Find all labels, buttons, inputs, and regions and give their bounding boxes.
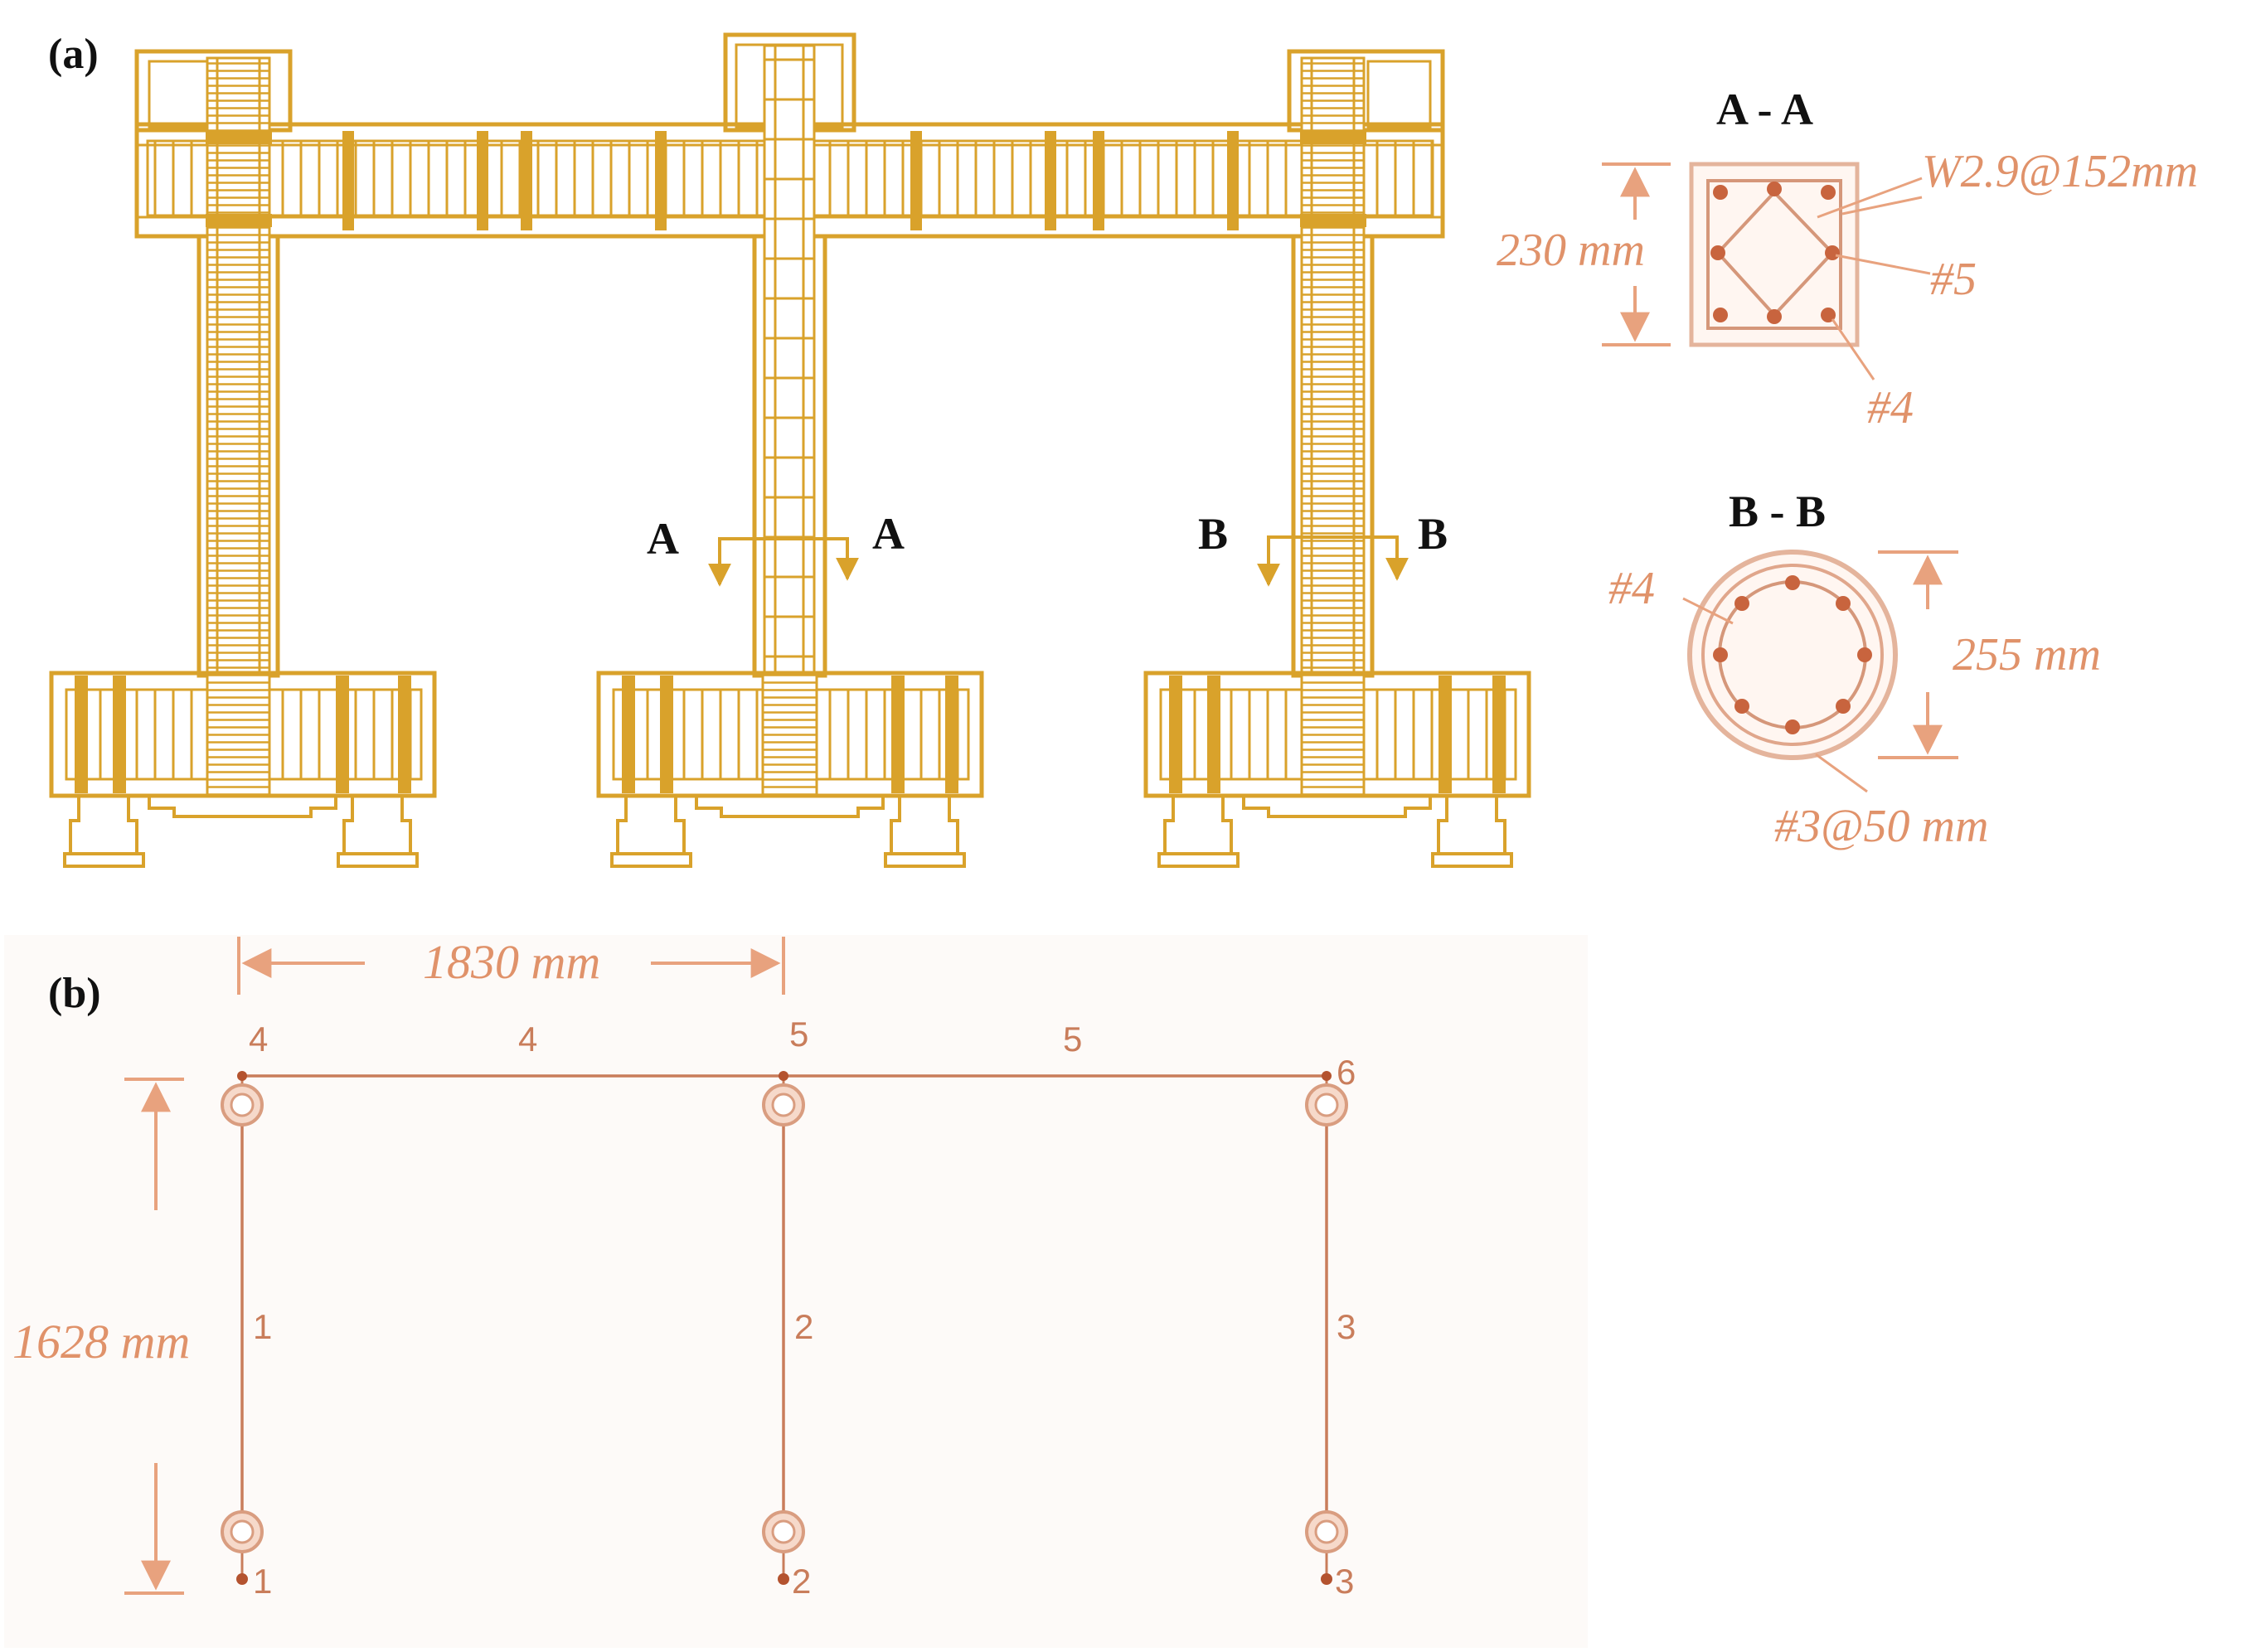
left-circular-column [196,56,280,793]
span-dimension-label: 1830 mm [423,935,600,989]
node-dot-5 [779,1071,788,1081]
element-label-4: 4 [518,1020,537,1059]
section-aa-title: A - A [1716,85,1813,134]
node-dot-1 [236,1573,248,1585]
footing-middle [596,671,984,868]
hinge-top-2 [762,1083,805,1126]
height-dimension-label: 1628 mm [12,1315,190,1369]
section-aa-dimension: 230 mm [1497,225,1645,276]
element-label-2: 2 [794,1307,813,1346]
height-dimension: 1628 mm [12,1078,190,1595]
beam-stirrup-groups [342,131,1239,230]
right-circular-column [1291,56,1375,793]
hinge-bottom-1 [221,1510,264,1553]
node-label-2: 2 [792,1562,811,1601]
section-aa-tie-label: W2.9@152mm [1922,146,2198,197]
section-bb-spiral-label: #3@50 mm [1774,801,1988,852]
section-cut-a: A A [647,509,905,587]
hinge-top-1 [221,1083,264,1126]
panel-a: (a) [48,31,2198,868]
section-bb: B - B 255 mm #4 #3@50 mm [1608,487,2101,852]
section-bb-bar-label: #4 [1608,563,1655,614]
cut-a-right-label: A [872,509,905,559]
node-label-3: 3 [1335,1562,1354,1601]
panel-a-label: (a) [48,31,99,78]
frame-model [240,1074,1328,1579]
node-dot-4 [237,1071,247,1081]
hinge-symbols [221,1083,1348,1553]
section-bb-bars [1713,575,1872,734]
hinge-bottom-3 [1305,1510,1348,1553]
section-cut-b: B B [1198,509,1448,587]
node-labels: 1 2 3 4 5 6 [249,1015,1356,1601]
panel-b-label: (b) [48,970,101,1017]
node-label-5: 5 [789,1015,808,1054]
section-bb-dimension: 255 mm [1953,629,2101,681]
cut-b-left-label: B [1198,509,1228,559]
node-dot-2 [778,1573,789,1585]
node-label-4: 4 [249,1020,268,1059]
cut-a-left-label: A [647,514,679,564]
section-aa-bar-label-side: #5 [1930,254,1977,305]
span-dimension: 1830 mm [237,935,785,995]
node-label-6: 6 [1337,1053,1356,1092]
node-dot-3 [1321,1573,1332,1585]
node-dots [236,1071,1332,1585]
element-labels: 1 2 3 4 5 [253,1020,1356,1346]
footing-left [49,671,437,868]
footing-right [1143,671,1531,868]
panel-b: (b) 1830 mm 1628 mm [4,935,1588,1648]
node-label-1: 1 [253,1562,272,1601]
hinge-top-3 [1305,1083,1348,1126]
element-label-1: 1 [253,1307,272,1346]
section-aa-bar-label-corner: #4 [1867,382,1914,434]
hinge-bottom-2 [762,1510,805,1553]
node-dot-6 [1322,1071,1332,1081]
element-label-3: 3 [1337,1307,1356,1346]
element-label-5: 5 [1063,1020,1082,1059]
cut-b-right-label: B [1418,509,1448,559]
section-bb-title: B - B [1729,487,1826,536]
section-aa: A - A 230 mm W2.9@152mm #5 #4 [1497,85,2198,434]
